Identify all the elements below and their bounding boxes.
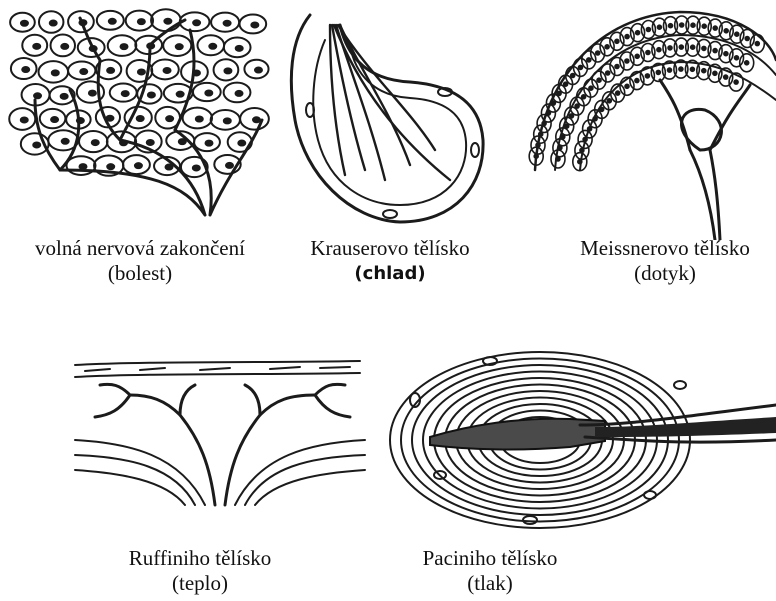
- caption-ruffini-corpuscle: Ruffiniho tělísko (teplo): [105, 546, 295, 596]
- figure-title: Paciniho tělísko: [395, 546, 585, 571]
- figure-title: Ruffiniho tělísko: [105, 546, 295, 571]
- caption-free-nerve-endings: volná nervová zakončení (bolest): [10, 236, 270, 286]
- figure-subtitle: (bolest): [10, 261, 270, 286]
- figure-subtitle: (teplo): [105, 571, 295, 596]
- caption-krause-corpuscle: Krauserovo tělísko (chlad): [300, 236, 480, 286]
- figure-title: Meissnerovo tělísko: [560, 236, 770, 261]
- caption-pacini-corpuscle: Paciniho tělísko (tlak): [395, 546, 585, 596]
- meissner-corpuscle-illustration: [520, 0, 776, 240]
- figure-title: Krauserovo tělísko: [300, 236, 480, 261]
- ruffini-corpuscle-illustration: [70, 355, 370, 515]
- figure-title: volná nervová zakončení: [10, 236, 270, 261]
- krause-corpuscle-illustration: [270, 0, 500, 230]
- pacini-corpuscle-illustration: [380, 345, 776, 540]
- figure-subtitle: (dotyk): [560, 261, 770, 286]
- free-nerve-endings-illustration: [0, 0, 270, 230]
- figure-subtitle: (chlad): [300, 261, 480, 286]
- caption-meissner-corpuscle: Meissnerovo tělísko (dotyk): [560, 236, 770, 286]
- figure-subtitle: (tlak): [395, 571, 585, 596]
